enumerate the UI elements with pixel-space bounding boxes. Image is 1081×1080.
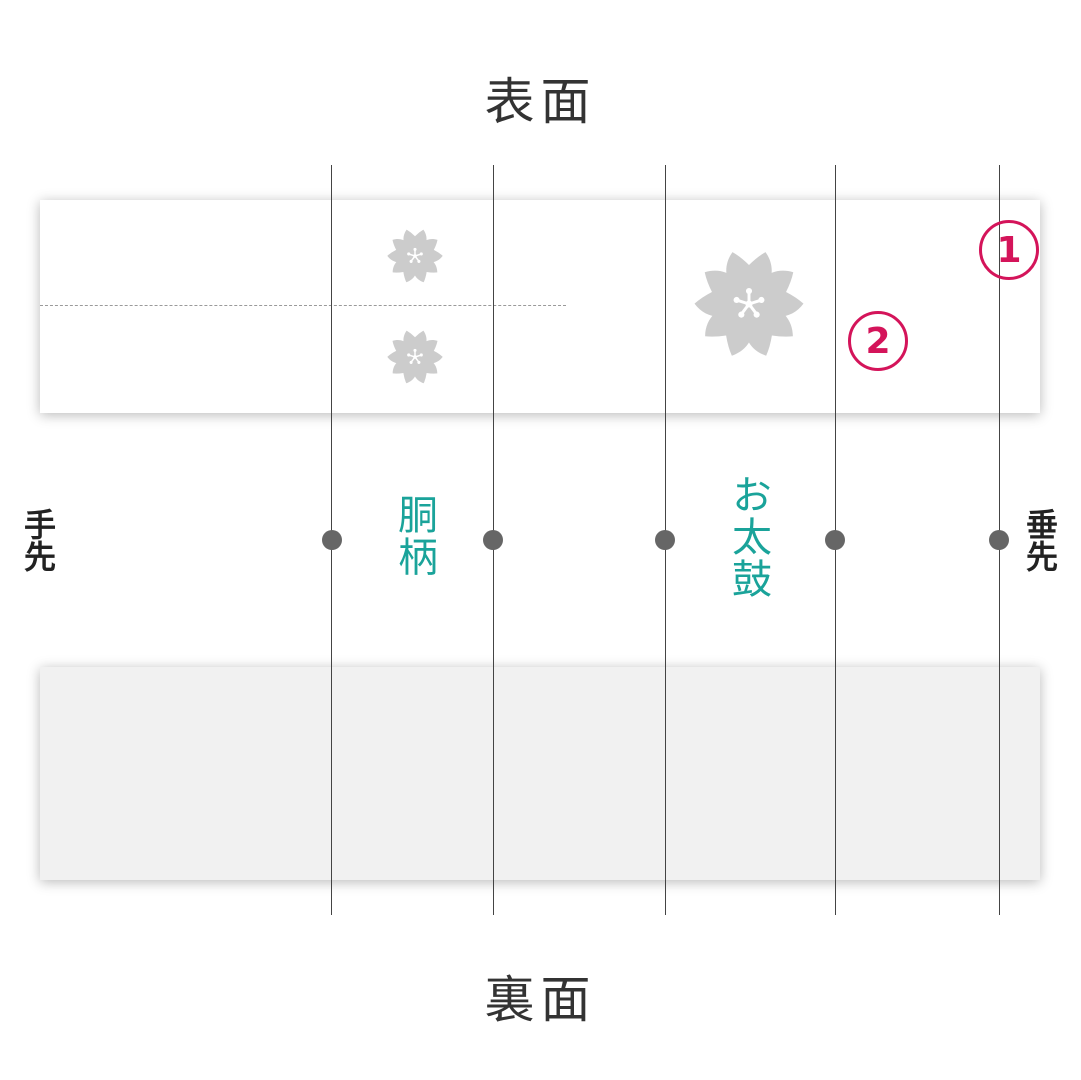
marker-1: 1 xyxy=(979,220,1039,280)
sakura-flower-icon xyxy=(385,226,445,286)
back-title: 裏面 xyxy=(484,971,597,1029)
guide-dot xyxy=(989,530,1009,550)
dougara-label: 胴柄 xyxy=(391,494,437,578)
tarekaki-label: 垂先 xyxy=(1021,508,1059,572)
center-fold-line xyxy=(40,305,566,306)
front-panel xyxy=(40,200,1040,413)
sakura-flower-icon xyxy=(690,245,808,363)
guide-dot xyxy=(483,530,503,550)
sakura-flower-icon xyxy=(385,327,445,387)
otaiko-label: お太鼓 xyxy=(725,474,771,600)
guide-dot xyxy=(322,530,342,550)
guide-dot xyxy=(655,530,675,550)
guide-dot xyxy=(825,530,845,550)
front-title: 表面 xyxy=(484,73,597,131)
back-panel xyxy=(40,667,1040,880)
tesaki-label: 手先 xyxy=(19,508,57,572)
marker-2: 2 xyxy=(848,311,908,371)
